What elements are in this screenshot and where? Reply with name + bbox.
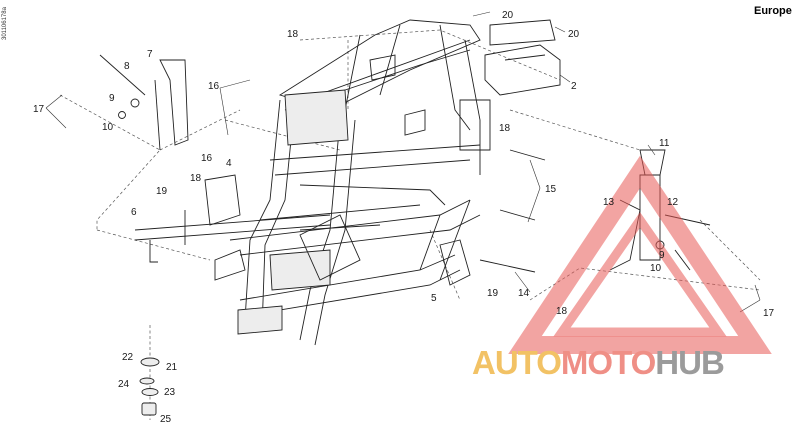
watermark-logo: AUTOMOTOHUB [472,155,772,381]
callout-14: 14 [518,288,530,299]
part-6-rod [134,210,331,263]
callout-24: 24 [118,379,130,390]
callout-10-left: 10 [102,122,114,133]
callout-18-right: 18 [499,123,511,134]
callout-25: 25 [160,414,172,425]
callout-16-mid: 16 [201,153,213,164]
part-2-rear-bracket [484,19,561,96]
callout-15: 15 [545,184,557,195]
callout-9-left: 9 [109,93,115,104]
callout-6: 6 [131,207,137,218]
callout-21: 21 [166,362,178,373]
part-5-clip [439,239,471,286]
callout-5: 5 [431,293,437,304]
watermark-moto: MOTO [561,344,656,381]
callout-labels: 2 4 5 6 7 8 9 9 10 10 11 12 13 14 15 16 … [33,10,775,425]
parts-14-15-bolts [479,149,546,273]
callout-23: 23 [164,387,176,398]
watermark-auto: AUTO [472,344,561,381]
callout-20-right: 20 [568,29,580,40]
main-frame [214,19,491,346]
callout-10-right: 10 [650,263,662,274]
watermark-triangle [508,155,772,354]
watermark-hub: HUB [655,344,724,381]
callout-19-right: 19 [487,288,499,299]
callout-11: 11 [659,138,670,149]
callout-20-top: 20 [502,10,514,21]
callout-2: 2 [571,81,577,92]
part-4-mount [204,174,241,226]
svg-text:AUTOMOTOHUB: AUTOMOTOHUB [472,344,724,381]
callout-16-top: 16 [208,81,220,92]
callout-9-right: 9 [659,250,665,261]
callout-4: 4 [226,158,232,169]
callout-18-top: 18 [287,29,299,40]
callout-8: 8 [124,61,130,72]
callout-22: 22 [122,352,134,363]
callout-18-bottom: 18 [556,306,568,317]
bushing-stack-21-25 [139,357,160,416]
part-7-8-left-bracket [99,54,189,151]
callout-17-left: 17 [33,104,45,115]
document-id: 301106178a [2,6,8,40]
callout-12: 12 [667,197,679,208]
leader-lines [45,11,761,313]
callout-19-left: 19 [156,186,168,197]
callout-17-right: 17 [763,308,775,319]
callout-13: 13 [603,197,615,208]
callout-18-mid: 18 [190,173,202,184]
callout-7: 7 [147,49,153,60]
region-label: Europe [754,5,792,17]
